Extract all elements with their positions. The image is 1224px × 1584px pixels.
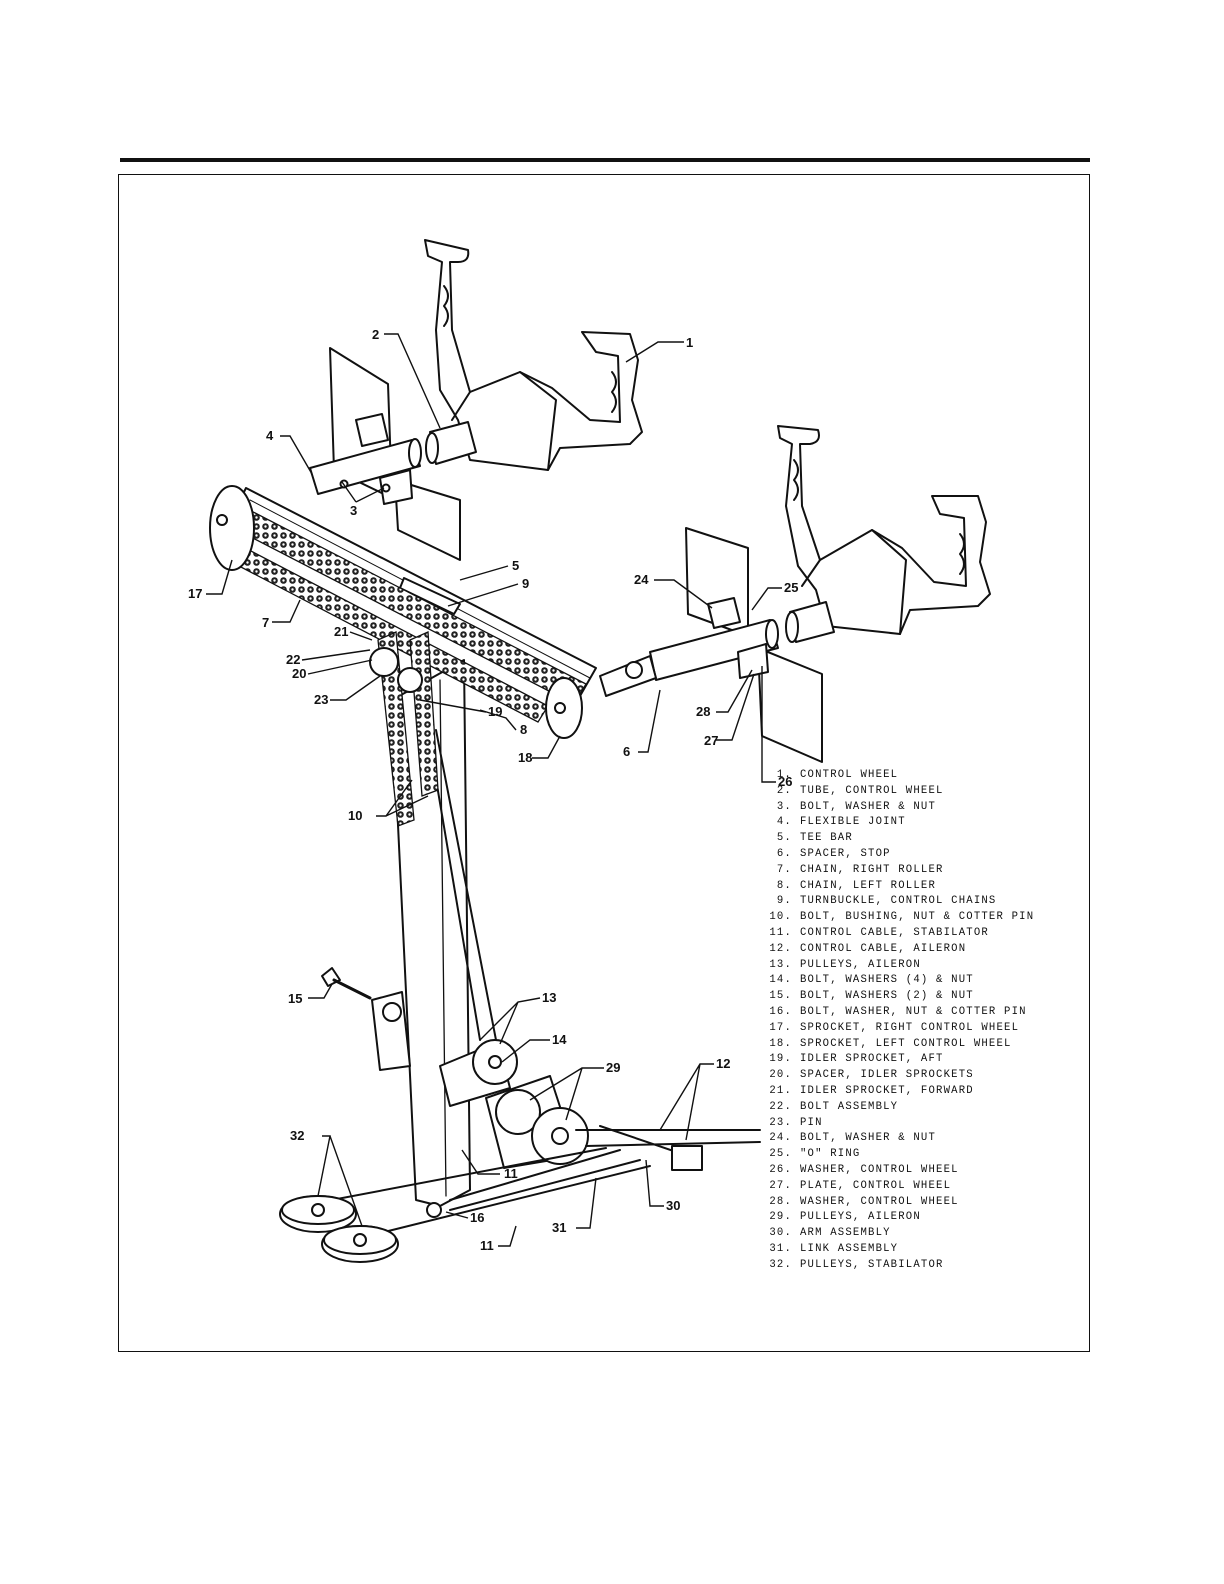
idler-sprocket-forward bbox=[369, 647, 399, 677]
legend-item: 27.PLATE, CONTROL WHEEL bbox=[769, 1179, 952, 1192]
legend-item: 24.BOLT, WASHER & NUT bbox=[769, 1132, 937, 1145]
callout-19: 19 bbox=[488, 704, 502, 719]
callout-5: 5 bbox=[512, 558, 519, 573]
callout-11-lower: 11 bbox=[480, 1238, 494, 1253]
legend-item: 6.SPACER, STOP bbox=[776, 847, 891, 860]
callout-26: 26 bbox=[778, 774, 792, 789]
callout-14: 14 bbox=[552, 1032, 567, 1047]
legend-item: 31.LINK ASSEMBLY bbox=[769, 1242, 899, 1255]
legend-item: 17.SPROCKET, RIGHT CONTROL WHEEL bbox=[769, 1021, 1020, 1034]
legend-item: 30.ARM ASSEMBLY bbox=[769, 1227, 891, 1240]
callout-12: 12 bbox=[716, 1056, 730, 1071]
legend-item: 15.BOLT, WASHERS (2) & NUT bbox=[769, 990, 974, 1003]
legend-item: 21.IDLER SPROCKET, FORWARD bbox=[769, 1084, 974, 1097]
legend-item: 16.BOLT, WASHER, NUT & COTTER PIN bbox=[769, 1005, 1027, 1018]
legend-item: 3.BOLT, WASHER & NUT bbox=[776, 800, 937, 813]
legend-item: 14.BOLT, WASHERS (4) & NUT bbox=[769, 974, 974, 987]
callout-32: 32 bbox=[290, 1128, 304, 1143]
legend-item: 8.CHAIN, LEFT ROLLER bbox=[776, 879, 937, 892]
callout-20: 20 bbox=[292, 666, 306, 681]
chains bbox=[215, 499, 587, 827]
callout-31: 31 bbox=[552, 1220, 566, 1235]
legend-item: 11.CONTROL CABLE, STABILATOR bbox=[769, 926, 989, 939]
legend-item: 26.WASHER, CONTROL WHEEL bbox=[769, 1163, 959, 1176]
callout-15: 15 bbox=[288, 991, 302, 1006]
callout-22: 22 bbox=[286, 652, 300, 667]
callout-2: 2 bbox=[372, 327, 379, 342]
legend-item: 20.SPACER, IDLER SPROCKETS bbox=[769, 1069, 974, 1082]
callout-3: 3 bbox=[350, 503, 357, 518]
callout-17: 17 bbox=[188, 586, 202, 601]
legend-item: 25."O" RING bbox=[769, 1148, 861, 1161]
legend-item: 32.PULLEYS, STABILATOR bbox=[769, 1258, 944, 1271]
idler-sprocket-aft bbox=[397, 667, 423, 693]
callout-24: 24 bbox=[634, 572, 649, 587]
legend-item: 10.BOLT, BUSHING, NUT & COTTER PIN bbox=[769, 911, 1035, 924]
figure-frame bbox=[118, 174, 1090, 1352]
legend-item: 28.WASHER, CONTROL WHEEL bbox=[769, 1195, 959, 1208]
callout-9: 9 bbox=[522, 576, 529, 591]
legend-item: 22.BOLT ASSEMBLY bbox=[769, 1100, 899, 1113]
legend-item: 2.TUBE, CONTROL WHEEL bbox=[776, 784, 944, 797]
legend-item: 1.CONTROL WHEEL bbox=[776, 769, 899, 781]
right-control-wheel bbox=[777, 425, 991, 635]
callout-28: 28 bbox=[696, 704, 710, 719]
parts-legend: 1.CONTROL WHEEL 2.TUBE, CONTROL WHEEL 3.… bbox=[768, 768, 1034, 1274]
callout-8: 8 bbox=[520, 722, 527, 737]
callout-13: 13 bbox=[542, 990, 556, 1005]
callout-16: 16 bbox=[470, 1210, 484, 1225]
callout-25: 25 bbox=[784, 580, 798, 595]
legend-item: 4.FLEXIBLE JOINT bbox=[776, 816, 906, 829]
callout-7: 7 bbox=[262, 615, 269, 630]
callout-10: 10 bbox=[348, 808, 362, 823]
callout-18: 18 bbox=[518, 750, 532, 765]
callout-30: 30 bbox=[666, 1198, 680, 1213]
callout-4: 4 bbox=[266, 428, 274, 443]
left-bearing-block bbox=[309, 439, 421, 495]
callout-29: 29 bbox=[606, 1060, 620, 1075]
legend-item: 18.SPROCKET, LEFT CONTROL WHEEL bbox=[769, 1037, 1012, 1050]
callout-1: 1 bbox=[686, 335, 693, 350]
top-rule bbox=[120, 158, 1090, 162]
callout-11-upper: 11 bbox=[504, 1166, 518, 1181]
legend-item: 7.CHAIN, RIGHT ROLLER bbox=[776, 863, 944, 876]
callout-23: 23 bbox=[314, 692, 328, 707]
legend-item: 23.PIN bbox=[769, 1116, 823, 1129]
legend-item: 5.TEE BAR bbox=[776, 832, 853, 845]
legend-item: 13.PULLEYS, AILERON bbox=[769, 958, 921, 971]
legend-item: 29.PULLEYS, AILERON bbox=[769, 1211, 921, 1224]
legend-item: 19.IDLER SPROCKET, AFT bbox=[769, 1053, 944, 1066]
callout-6: 6 bbox=[623, 744, 630, 759]
right-control-wheel-sprocket bbox=[209, 485, 255, 571]
callout-27: 27 bbox=[704, 733, 718, 748]
callout-21: 21 bbox=[334, 624, 348, 639]
legend-item: 9.TURNBUCKLE, CONTROL CHAINS bbox=[776, 895, 997, 908]
legend-item: 12.CONTROL CABLE, AILERON bbox=[769, 942, 967, 955]
